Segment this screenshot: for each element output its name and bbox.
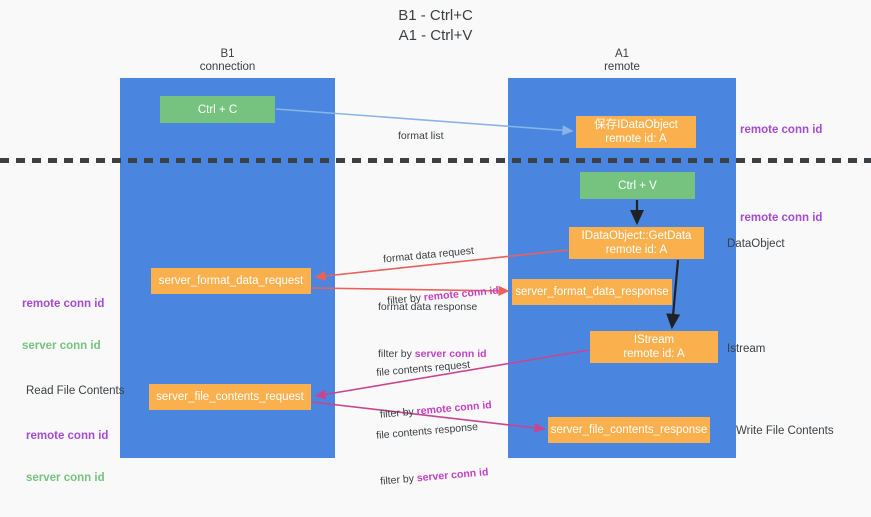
annotation-left-conn-ids-2: remote conn id server conn id [26,401,108,513]
annotation-remote-conn-id-middle: remote conn id [740,212,823,224]
node-server-format-data-response[interactable]: server_format_data_response [512,279,672,305]
annotation-server-conn-id-left-2: server conn id [26,472,105,484]
node-idataobject-getdata[interactable]: IDataObject::GetData remote id: A [569,227,704,259]
edge-label-format-data-response-text: format data response [378,301,478,313]
annotation-remote-conn-id-left-1: remote conn id [22,298,105,310]
annotation-remote-conn-id-top: remote conn id [740,124,823,136]
column-header-b1: B1 connection [199,48,256,73]
node-ctrl-v[interactable]: Ctrl + V [580,172,695,199]
edge-label-format-list-text: format list [398,130,444,142]
annotation-left-conn-ids-1: remote conn id server conn id [22,269,104,381]
edge-label-format-data-response: format data response filter by server co… [378,272,487,389]
filter-prefix: filter by [379,472,418,488]
node-server-file-contents-request[interactable]: server_file_contents_request [149,384,311,410]
edge-label-file-contents-response: file contents response filter by server … [373,391,491,516]
node-server-format-data-request[interactable]: server_format_data_request [151,268,311,294]
page-title: B1 - Ctrl+C A1 - Ctrl+V [398,7,473,44]
annotation-remote-conn-id-left-2: remote conn id [26,430,109,442]
annotation-istream: Istream [727,343,766,355]
filter-prefix: filter by [378,348,415,360]
filter-server-conn-id: server conn id [414,348,487,360]
node-save-idataobject[interactable]: 保存IDataObject remote id: A [576,116,696,148]
annotation-server-conn-id-left-1: server conn id [22,340,101,352]
edge-label-format-data-response-filter: filter by server conn id [378,347,487,361]
edge-label-format-list: format list [398,101,444,171]
phase-divider-dashed-line [0,158,871,163]
column-header-a1: A1 remote [604,48,640,73]
filter-server-conn-id: server conn id [416,466,489,485]
annotation-write-file-contents: Write File Contents [736,425,834,437]
edge-label-file-contents-response-filter: filter by server conn id [380,465,489,488]
node-server-file-contents-response[interactable]: server_file_contents_response [548,417,710,443]
node-ctrl-c[interactable]: Ctrl + C [160,96,275,123]
edge-label-file-contents-response-text: file contents response [375,420,479,442]
diagram-canvas: B1 - Ctrl+C A1 - Ctrl+V B1 connection A1… [0,7,871,488]
edge-label-file-contents-request-text: file contents request [375,358,471,379]
annotation-dataobject: DataObject [727,238,785,250]
edge-label-format-data-request-text: format data request [382,244,475,266]
node-istream[interactable]: IStream remote id: A [590,331,718,363]
annotation-read-file-contents: Read File Contents [26,385,125,397]
